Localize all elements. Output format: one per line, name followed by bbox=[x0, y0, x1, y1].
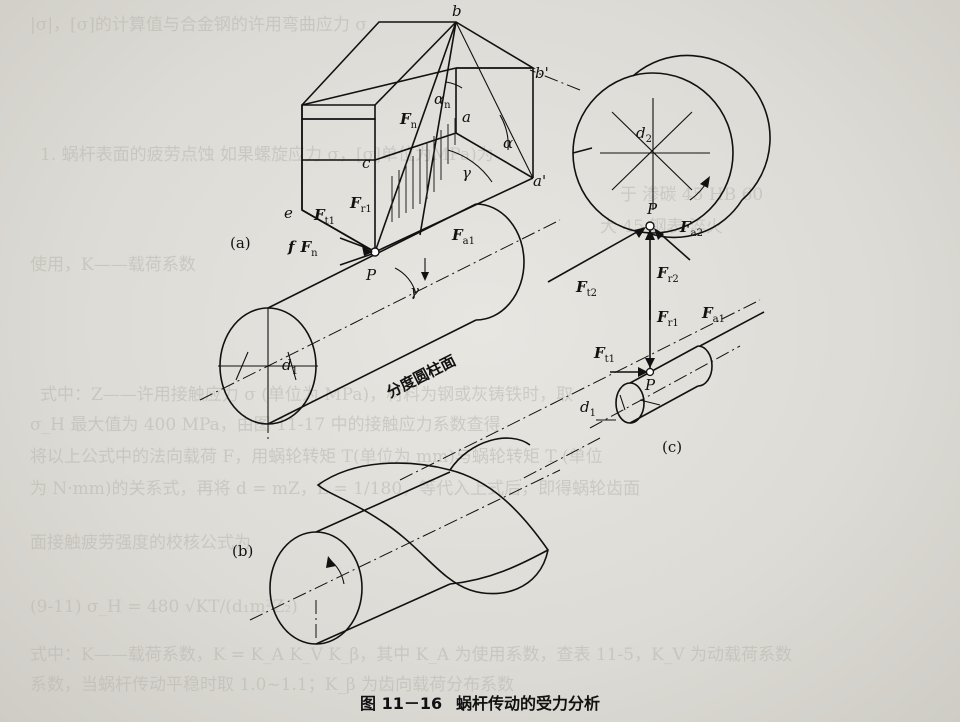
label-c: c bbox=[362, 154, 371, 172]
label-Fr1-c: Fr1 bbox=[656, 308, 679, 329]
label-a-prime: a' bbox=[533, 172, 546, 190]
angle-labels: αn α γ γ bbox=[410, 90, 513, 300]
label-Ft2: Ft2 bbox=[575, 278, 597, 299]
svg-text:系数，当蜗杆传动平稳时取 1.0~1.1；K_β 为齿向载荷: 系数，当蜗杆传动平稳时取 1.0~1.1；K_β 为齿向载荷分布系数 bbox=[30, 675, 514, 695]
label-P-a: P bbox=[365, 266, 377, 284]
label-Fa1-c: Fa1 bbox=[701, 304, 725, 325]
label-e: e bbox=[284, 204, 293, 222]
label-a: a bbox=[462, 108, 471, 126]
label-part-b: (b) bbox=[232, 542, 253, 560]
worm-cylinder bbox=[199, 203, 561, 440]
svg-text:(9-11) σ_H = 480 √K: (9-11) σ_H = 480 √KT/(d₁m²Z₂) bbox=[30, 597, 298, 617]
svg-text:式中：Z——许用接触应力 σ (单位为 MPa)，材料为钢或: 式中：Z——许用接触应力 σ (单位为 MPa)，材料为钢或灰铸铁时，取 bbox=[40, 385, 573, 405]
svg-text:为 N·mm)的关系式，再将 d = mZ，L = 1/18: 为 N·mm)的关系式，再将 d = mZ，L = 1/180，等代入上式后，即… bbox=[30, 479, 640, 499]
label-P-wheel: P bbox=[646, 200, 658, 218]
point-P-a bbox=[339, 237, 429, 295]
label-part-c: (c) bbox=[662, 438, 682, 456]
figure-caption: 图 11－16 蜗杆传动的受力分析 bbox=[360, 694, 600, 713]
svg-text:使用，K——载荷系数: 使用，K——载荷系数 bbox=[30, 254, 196, 275]
label-part-a: (a) bbox=[230, 234, 251, 252]
svg-text:σ_H 最大值为 400 MPa，由图 11-17 中的接触: σ_H 最大值为 400 MPa，由图 11-17 中的接触应力系数查得 bbox=[30, 415, 501, 435]
svg-text:于 渗碳 45 HB 60: 于 渗碳 45 HB 60 bbox=[620, 185, 763, 205]
caption-number: 图 11－16 bbox=[360, 694, 442, 713]
label-Ft1-a: Ft1 bbox=[313, 206, 335, 227]
caption-title: 蜗杆传动的受力分析 bbox=[456, 694, 600, 713]
label-P-c: P bbox=[644, 376, 656, 394]
svg-text:面接触疲劳强度的校核公式为: 面接触疲劳强度的校核公式为 bbox=[30, 533, 251, 553]
worm-wheel bbox=[529, 54, 771, 320]
part-labels: (a) (b) (c) bbox=[230, 234, 682, 560]
point-labels: b b' a a' c e P P P bbox=[284, 2, 658, 394]
label-Fr1-a: Fr1 bbox=[349, 194, 372, 215]
svg-text:1. 蜗杆表面的疲劳点蚀 如果螺旋应力 σ，[σ]单位: 1. 蜗杆表面的疲劳点蚀 如果螺旋应力 σ，[σ]单位为MPa)为 bbox=[40, 145, 494, 165]
label-alpha-n: αn bbox=[434, 90, 451, 111]
small-worm-c bbox=[589, 300, 765, 429]
label-Fa1-a: Fa1 bbox=[451, 226, 475, 247]
svg-text:|σ|，[σ]的计算值与合金钢的许用弯曲应力 σ: |σ|，[σ]的计算值与合金钢的许用弯曲应力 σ bbox=[30, 15, 367, 35]
hatched-plane bbox=[391, 118, 456, 222]
label-Fa2: Fa2 bbox=[679, 218, 703, 239]
label-gamma-box: γ bbox=[462, 164, 471, 182]
svg-text:将以上公式中的法向载荷 F，用蜗轮转矩 T(单位为 mm)与: 将以上公式中的法向载荷 F，用蜗轮转矩 T(单位为 mm)与蜗轮转矩 T (单位 bbox=[30, 447, 603, 467]
label-b: b bbox=[452, 2, 462, 20]
svg-text:式中：K——载荷系数，K = K_A K_V K_β，其中: 式中：K——载荷系数，K = K_A K_V K_β，其中 K_A 为使用系数，… bbox=[30, 644, 792, 665]
axis-line bbox=[399, 299, 761, 481]
label-Ft1-c: Ft1 bbox=[593, 344, 615, 365]
label-b-prime: b' bbox=[535, 64, 549, 82]
force-box bbox=[301, 21, 536, 254]
label-gamma-cyl: γ bbox=[410, 282, 419, 300]
label-d1-c: d1 bbox=[580, 398, 596, 419]
label-alpha: α bbox=[503, 134, 513, 152]
worm-threaded-b bbox=[249, 437, 561, 645]
diameter-labels: d2 d1 d1 bbox=[282, 124, 652, 419]
label-d1-a: d1 bbox=[282, 356, 298, 377]
label-d2: d2 bbox=[636, 124, 652, 145]
bleed-through-text: |σ|，[σ]的计算值与合金钢的许用弯曲应力 σ 1. 蜗杆表面的疲劳点蚀 如果… bbox=[30, 15, 792, 695]
axis-line-2 bbox=[519, 437, 601, 481]
label-Fn-box: Fn bbox=[399, 110, 418, 131]
label-Fr2: Fr2 bbox=[656, 264, 679, 285]
